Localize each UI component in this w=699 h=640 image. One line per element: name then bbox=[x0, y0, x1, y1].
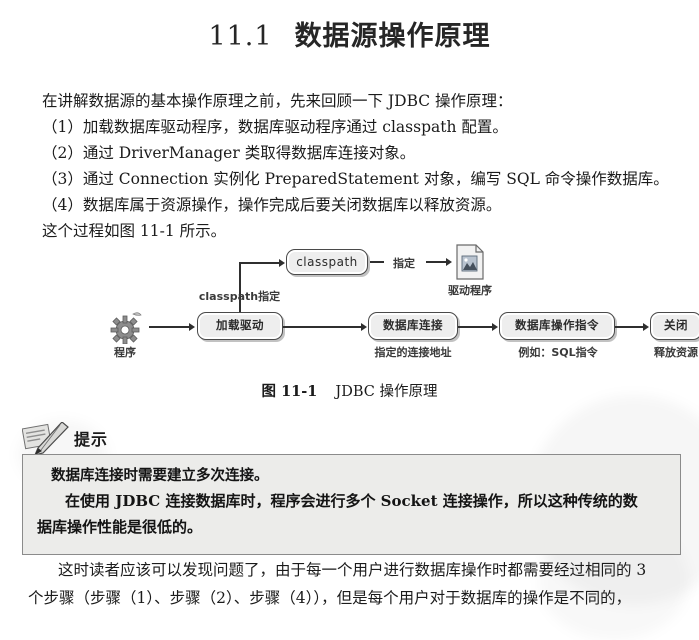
closing-line-1: 这时读者应该可以发现问题了，由于每一个用户进行数据库操作时都需要经过相同的 3 bbox=[58, 561, 647, 579]
figure-caption-text: JDBC 操作原理 bbox=[335, 384, 438, 400]
tip-header-row: 提示 bbox=[22, 422, 681, 456]
connector-classpath-to-specify bbox=[370, 261, 384, 263]
node-label: 加载驱动 bbox=[216, 318, 264, 333]
connector-dbconnection-to-dboperation bbox=[458, 326, 494, 328]
tip-headline: 数据库连接时需要建立多次连接。 bbox=[51, 467, 269, 484]
closing-paragraph: 这时读者应该可以发现问题了，由于每一个用户进行数据库操作时都需要经过相同的 3 … bbox=[28, 556, 683, 612]
arrowhead-icon bbox=[446, 257, 452, 266]
arrowhead-icon bbox=[643, 322, 649, 331]
node-label: classpath bbox=[296, 255, 358, 269]
diagram-label-release-resource: 释放资源 bbox=[654, 346, 698, 359]
file-icon bbox=[456, 244, 484, 280]
intro-figure-reference: 这个过程如图 11-1 所示。 bbox=[42, 222, 227, 240]
arrowhead-icon bbox=[279, 258, 285, 267]
diagram-canvas: 程序 加载驱动 classpath指定 bbox=[95, 244, 699, 372]
arrowhead-icon bbox=[492, 322, 498, 331]
section-number: 11.1 bbox=[208, 21, 273, 52]
tip-header-label: 提示 bbox=[74, 430, 109, 449]
arrowhead-icon bbox=[361, 322, 367, 331]
diagram-label-connection-address: 指定的连接地址 bbox=[374, 346, 452, 359]
section-heading: 11.1 数据源操作原理 bbox=[0, 14, 699, 53]
tip-paragraph-line-2: 据库操作性能是很低的。 bbox=[37, 518, 203, 536]
connector-program-to-loaddriver bbox=[149, 326, 191, 328]
node-label: 关闭 bbox=[664, 318, 688, 333]
tip-body: 数据库连接时需要建立多次连接。 在使用 JDBC 连接数据库时，程序会进行多个 … bbox=[22, 454, 681, 555]
intro-step-3: （3）通过 Connection 实例化 PreparedStatement 对… bbox=[42, 170, 669, 188]
diagram-label-specify: 指定 bbox=[393, 257, 415, 270]
diagram-node-close: 关闭 bbox=[650, 312, 699, 340]
connector-elbow-vertical bbox=[239, 262, 241, 275]
document-page: 11.1 数据源操作原理 在讲解数据源的基本操作原理之前，先来回顾一下 JDBC … bbox=[0, 14, 699, 612]
figure-caption: 图 11-1 JDBC 操作原理 bbox=[0, 380, 699, 401]
tip-paragraph-line-1: 在使用 JDBC 连接数据库时，程序会进行多个 Socket 连接操作，所以这种… bbox=[65, 492, 638, 510]
connector-dboperation-to-close bbox=[615, 326, 645, 328]
note-pencil-icon bbox=[22, 422, 69, 456]
diagram-label-classpath-specify: classpath指定 bbox=[198, 290, 281, 303]
arrowhead-icon bbox=[189, 322, 195, 331]
intro-text-block: 在讲解数据源的基本操作原理之前，先来回顾一下 JDBC 操作原理： （1）加载数… bbox=[42, 88, 671, 244]
diagram-node-db-connection: 数据库连接 bbox=[368, 312, 458, 340]
intro-step-1: （1）加载数据库驱动程序，数据库驱动程序通过 classpath 配置。 bbox=[42, 118, 508, 136]
diagram-node-load-driver: 加载驱动 bbox=[197, 312, 283, 340]
figure-jdbc-flow: 程序 加载驱动 classpath指定 bbox=[0, 244, 699, 402]
connector-to-classpath bbox=[239, 262, 281, 264]
intro-lead: 在讲解数据源的基本操作原理之前，先来回顾一下 JDBC 操作原理： bbox=[42, 92, 513, 110]
diagram-node-db-operation: 数据库操作指令 bbox=[499, 312, 615, 340]
diagram-label-sql-example: 例如：SQL指令 bbox=[518, 346, 598, 359]
connector-specify-to-driver bbox=[426, 261, 448, 263]
diagram-node-classpath: classpath bbox=[286, 249, 368, 275]
node-label: 数据库操作指令 bbox=[515, 318, 599, 333]
gear-icon bbox=[110, 312, 142, 344]
node-label: 数据库连接 bbox=[383, 318, 443, 333]
diagram-label-program: 程序 bbox=[114, 346, 136, 359]
diagram-label-driver-program: 驱动程序 bbox=[448, 284, 492, 297]
intro-step-2: （2）通过 DriverManager 类取得数据库连接对象。 bbox=[42, 144, 416, 162]
intro-step-4: （4）数据库属于资源操作，操作完成后要关闭数据库以释放资源。 bbox=[42, 196, 502, 214]
section-title-text: 数据源操作原理 bbox=[294, 21, 491, 52]
closing-line-2: 个步骤（步骤（1）、步骤（2）、步骤（4）），但是每个用户对于数据库的操作是不同… bbox=[28, 589, 632, 607]
connector-loaddriver-to-dbconnection bbox=[283, 326, 363, 328]
figure-caption-number: 图 11-1 bbox=[261, 383, 318, 400]
connector-loaddriver-up bbox=[239, 274, 241, 312]
tip-callout: 提示 数据库连接时需要建立多次连接。 在使用 JDBC 连接数据库时，程序会进行… bbox=[22, 422, 681, 555]
